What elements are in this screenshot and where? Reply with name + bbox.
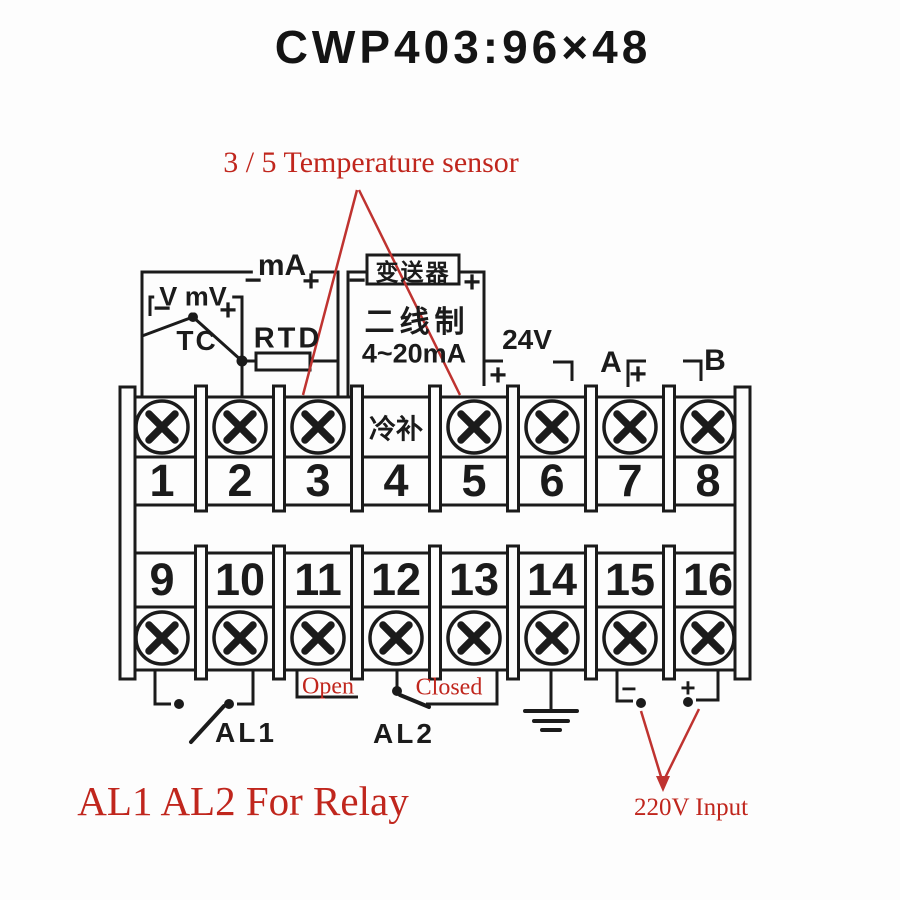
terminal-5: 5 [461, 455, 487, 506]
rs485-a-plus-sign: + [629, 358, 647, 391]
terminal-15: 15 [604, 554, 656, 605]
label-rtd: RTD [253, 322, 323, 355]
label-al1: AL1 [215, 717, 277, 748]
screw-terminal-16 [682, 612, 734, 664]
ma-minus-sign: − [244, 264, 262, 297]
power-annotation: 220V Input [633, 794, 749, 821]
terminal-11: 11 [294, 554, 342, 605]
screw-terminal-2 [214, 401, 266, 453]
label-two-wire: 二线制 [364, 306, 470, 339]
terminal-12: 12 [370, 554, 422, 605]
junction-dots [174, 312, 693, 709]
power-plus-sign: + [680, 672, 696, 703]
screw-terminal-14 [526, 612, 578, 664]
transmitter-plus-sign: + [463, 266, 481, 299]
screw-terminal-9 [136, 612, 188, 664]
screw-terminal-10 [214, 612, 266, 664]
label-ma: mA [252, 249, 312, 283]
terminal-10: 10 [214, 554, 266, 605]
screw-terminal-12 [370, 612, 422, 664]
24v-plus-sign: + [489, 359, 507, 392]
screw-terminal-7 [604, 401, 656, 453]
v-mv-minus-sign: − [153, 292, 171, 325]
label-current-range: 4~20mA [361, 338, 467, 369]
screw-terminal-3 [292, 401, 344, 453]
sensor-annotation: 3 / 5 Temperature sensor [223, 146, 519, 179]
screw-terminal-11 [292, 612, 344, 664]
terminal-block-side-pillars [118, 385, 752, 681]
terminal-4: 4 [383, 455, 409, 506]
screw-terminal-6 [526, 401, 578, 453]
terminal-7: 7 [617, 455, 643, 506]
terminal-13: 13 [448, 554, 500, 605]
transmitter-box [365, 253, 461, 286]
label-24v: 24V [502, 324, 552, 355]
label-al2: AL2 [373, 718, 435, 749]
sensor-leader-lines [301, 189, 462, 396]
screw-terminal-15 [604, 612, 656, 664]
terminal-1: 1 [149, 455, 175, 506]
power-leader-lines [639, 708, 701, 781]
switch-blades-and-ground [189, 693, 579, 744]
terminal-6: 6 [539, 455, 565, 506]
label-rs485-a: A [600, 346, 622, 379]
screw-terminal-13 [448, 612, 500, 664]
rtd-resistor-box [254, 351, 312, 372]
screw-terminal-8 [682, 401, 734, 453]
terminal-2: 2 [227, 455, 253, 506]
label-transmitter: 变送器 [375, 259, 451, 285]
relay-annotation: AL1 AL2 For Relay [77, 778, 409, 824]
label-open: Open [302, 673, 354, 700]
power-minus-sign: − [621, 673, 637, 704]
terminal-9: 9 [149, 554, 175, 605]
screw-terminal-5 [448, 401, 500, 453]
label-tc: TC [176, 325, 218, 356]
page-title: CWP403:96×48 [274, 21, 652, 73]
label-rs485-b: B [704, 344, 726, 377]
v-mv-plus-sign: + [219, 294, 237, 327]
label-closed: Closed [415, 674, 483, 701]
ma-plus-sign: + [302, 265, 320, 298]
terminal-14: 14 [526, 554, 578, 605]
screw-terminal-1 [136, 401, 188, 453]
label-v-mv: V mV [154, 281, 232, 313]
power-arrowhead [656, 776, 670, 792]
label-cold-comp: 冷补 [369, 414, 423, 445]
transmitter-minus-sign: − [348, 264, 366, 297]
terminal-16: 16 [682, 554, 734, 605]
terminal-divider-pillars [194, 384, 676, 681]
terminal-3: 3 [305, 455, 331, 506]
terminal-8: 8 [695, 455, 721, 506]
